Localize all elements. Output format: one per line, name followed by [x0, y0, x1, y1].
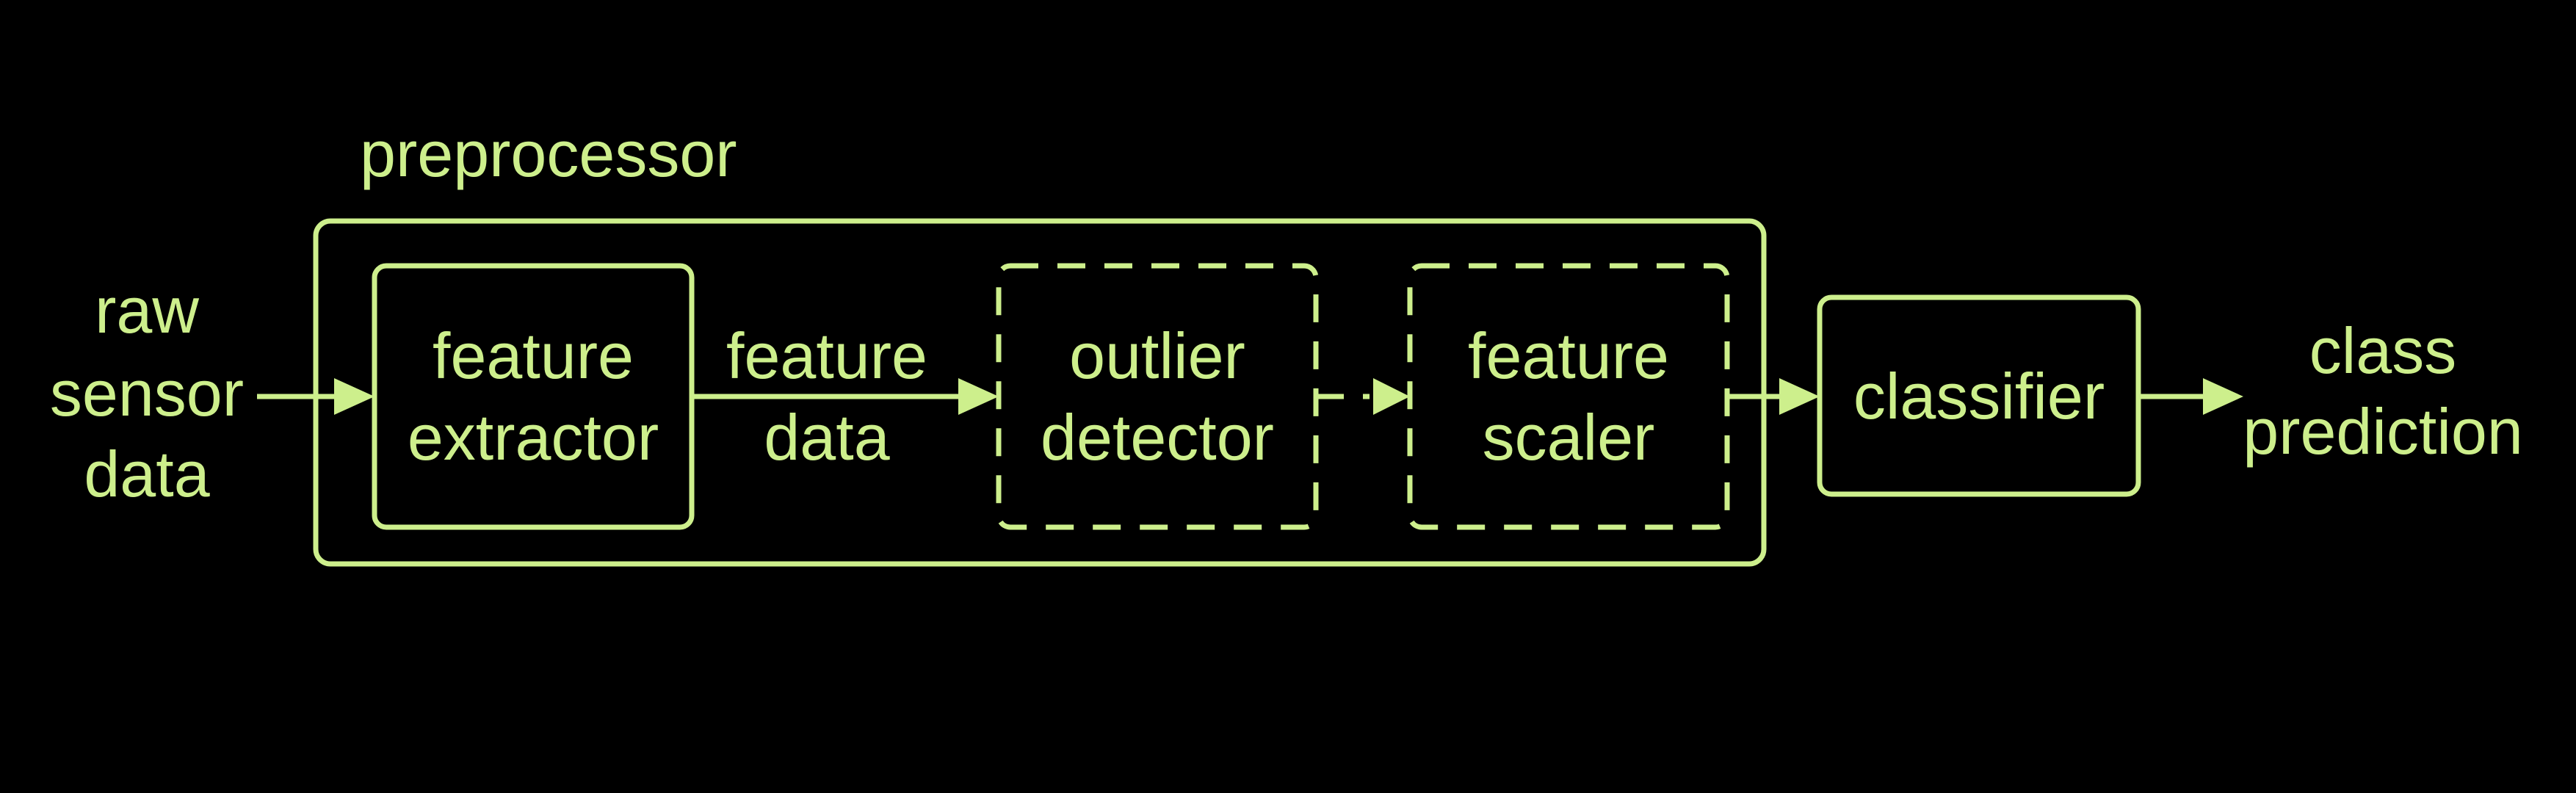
feature-scaler-label-line2: scaler: [1483, 401, 1655, 474]
input-label-line2: sensor: [50, 357, 244, 430]
arrowhead-outlier: [1373, 378, 1410, 415]
classifier-label: classifier: [1853, 360, 2105, 432]
arrowhead-scaler: [1779, 378, 1820, 415]
outlier-detector-label-line1: outlier: [1069, 319, 1245, 392]
arrowhead-output: [2203, 378, 2243, 415]
feature-scaler-box: [1407, 263, 1730, 530]
outlier-detector-label-line2: detector: [1041, 401, 1274, 474]
edge-label-line2: data: [764, 401, 889, 474]
outlier-detector-box: [996, 263, 1319, 530]
output-label-line2: prediction: [2243, 395, 2523, 468]
feature-extractor-label-line1: feature: [433, 319, 634, 392]
preprocessor-label: preprocessor: [360, 117, 737, 190]
feature-extractor-box: [372, 263, 695, 530]
feature-scaler-label-line1: feature: [1468, 319, 1669, 392]
edge-label-line1: feature: [726, 319, 927, 392]
input-label-line1: raw: [95, 274, 199, 347]
output-label-line1: class: [2309, 314, 2457, 387]
input-label-line3: data: [84, 438, 209, 510]
feature-extractor-label-line2: extractor: [408, 401, 659, 474]
preprocessor-container: [313, 218, 1767, 567]
arrowhead-extractor: [958, 378, 999, 415]
arrowhead-input: [334, 378, 375, 415]
